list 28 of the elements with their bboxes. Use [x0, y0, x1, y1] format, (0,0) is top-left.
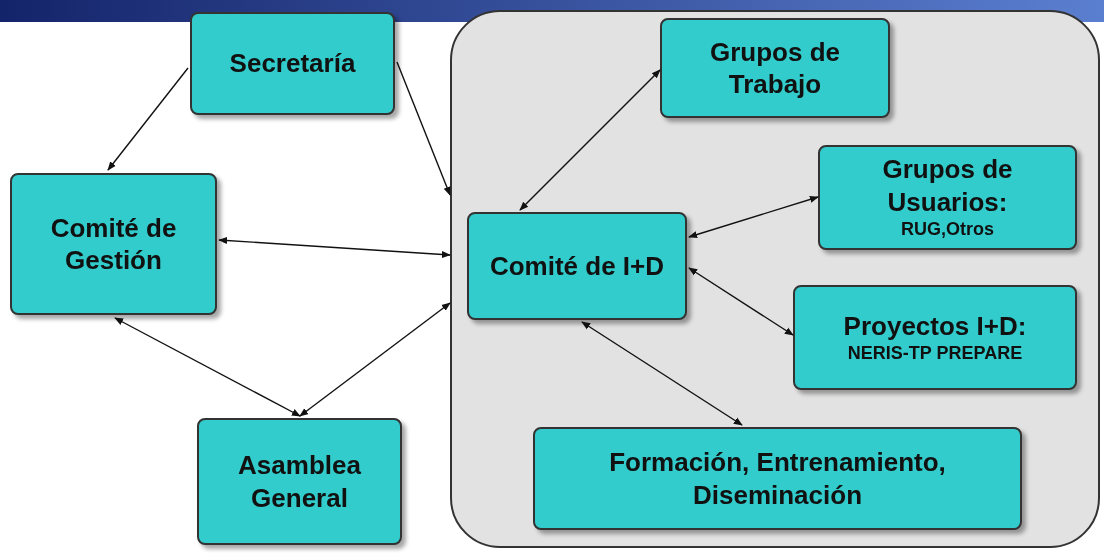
process-box	[818, 145, 1077, 250]
box-title: Asamblea General	[237, 449, 362, 514]
box-subtext: NERIS-TP PREPARE	[847, 342, 1023, 366]
box-title: Secretaría	[229, 47, 356, 80]
process-box	[197, 418, 402, 545]
process-box	[10, 173, 217, 315]
group-panel	[450, 10, 1100, 548]
arrow	[299, 302, 451, 417]
process-box	[467, 212, 687, 320]
box-title: Formación, Entrenamiento, Diseminación	[608, 446, 947, 511]
arrow	[581, 321, 743, 426]
box-subtext: RUG,Otros	[901, 218, 994, 242]
box-title: Comité de I+D	[489, 249, 665, 283]
process-box	[793, 285, 1077, 390]
box-title: Grupos de Usuarios:	[881, 153, 1014, 219]
box-title: Proyectos I+D:	[843, 309, 1027, 343]
arrow	[688, 267, 794, 336]
box-title: Grupos de Trabajo	[709, 35, 841, 101]
arrow	[396, 61, 451, 196]
process-box	[660, 18, 890, 118]
arrow	[107, 67, 189, 171]
process-box	[190, 12, 395, 115]
arrow	[688, 195, 819, 239]
arrow	[519, 69, 661, 211]
process-box	[533, 427, 1022, 530]
arrow	[114, 317, 301, 417]
box-title: Comité de Gestión	[49, 211, 178, 277]
arrow	[218, 236, 451, 259]
